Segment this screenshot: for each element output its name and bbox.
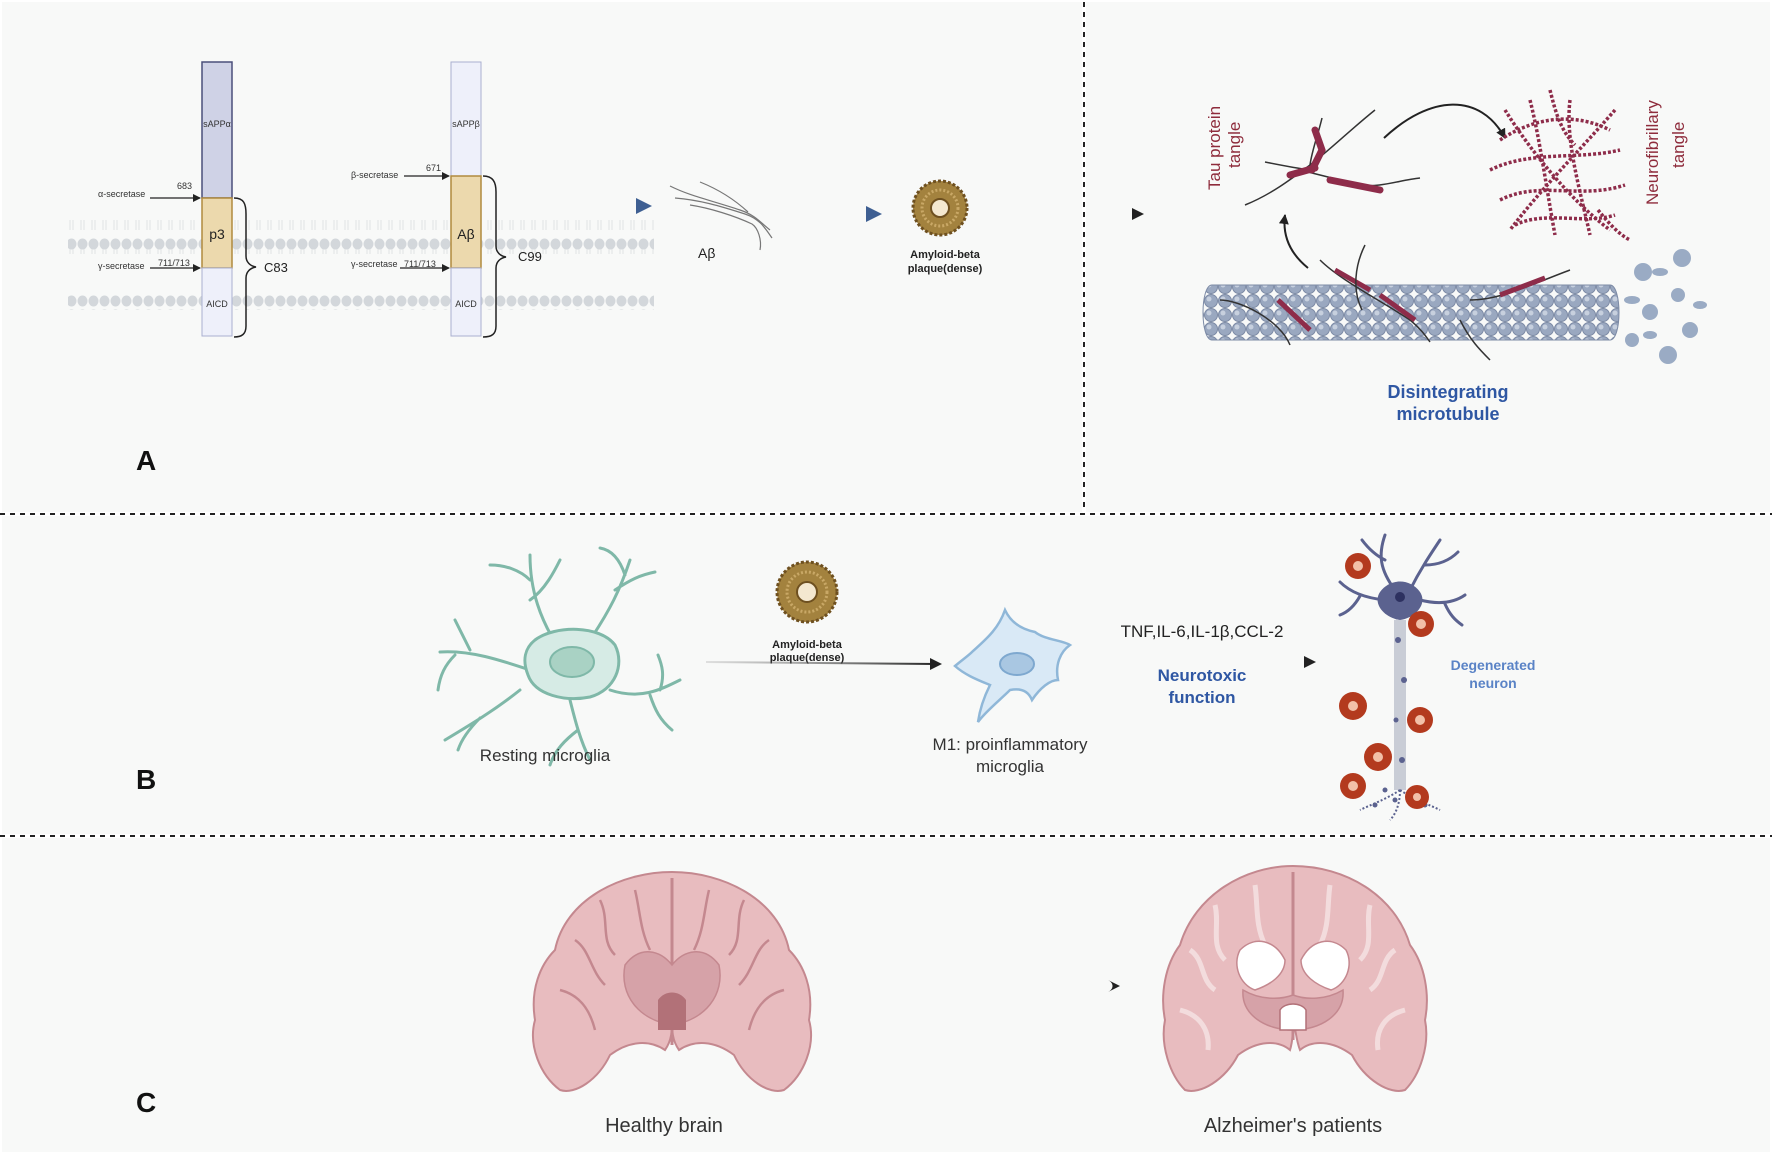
app-beta-column: sAPPβ Aβ AICD C99 β-secretase 671 γ-secr… (351, 61, 542, 338)
m1-microglia-nucleus (999, 652, 1035, 676)
alz-brain-label: Alzheimer's patients (1204, 1115, 1382, 1137)
neuron-axon (1394, 620, 1406, 790)
neurotoxic-label-2: function (1168, 688, 1235, 707)
degenerated-neuron-icon (1338, 533, 1467, 821)
arrow-tubule-to-tau (1278, 214, 1309, 269)
m1-label-2: microglia (976, 757, 1045, 776)
resting-microglia-label: Resting microglia (480, 746, 611, 765)
abeta-label: Aβ (698, 245, 715, 261)
n711-label-1: 711/713 (158, 258, 190, 268)
arrow-tau-to-nft (1383, 103, 1506, 139)
plaque-label-b-2: plaque(dense) (770, 652, 845, 664)
alzheimers-brain-icon (1162, 864, 1428, 1092)
resting-microglia-nucleus (549, 646, 595, 678)
neurotoxic-label-1: Neurotoxic (1158, 666, 1247, 685)
panel-a-letter: A (136, 445, 156, 476)
p3-label: p3 (209, 226, 225, 242)
healthy-brain-icon (531, 870, 813, 1092)
c99-bracket (482, 175, 507, 338)
panel-c-bg (2, 838, 1770, 1152)
panel-c-letter: C (136, 1087, 156, 1118)
alpha-secretase-label: α-secretase (98, 189, 145, 199)
degenerated-label-2: neuron (1469, 675, 1516, 691)
neurofibrillary-tangle-icon (1489, 89, 1631, 242)
blue-arrow-1-head (636, 198, 652, 214)
plaque-label-a-2: plaque(dense) (908, 263, 983, 275)
resting-microglia-icon (436, 546, 682, 767)
panel-a-right-bg (1086, 2, 1770, 512)
nft-label-1: Neurofibrillary (1643, 100, 1662, 205)
arrow-to-tau-head (1132, 208, 1144, 220)
degenerated-label-1: Degenerated (1451, 657, 1536, 673)
tau-label-1: Tau protein (1205, 106, 1224, 190)
gamma-secretase-label-2: γ-secretase (351, 259, 398, 269)
arrow-m1-to-neuron-head (1304, 656, 1316, 668)
arrow-resting-to-m1 (705, 661, 939, 665)
sapp-beta-box (450, 61, 482, 177)
m1-label-1: M1: proinflammatory (933, 735, 1088, 754)
panel-a-left-bg (2, 2, 1082, 512)
aggregation-pathway: Aβ Amyloid-beta plaque(dense) (546, 179, 1144, 275)
gamma-secretase-label-1: γ-secretase (98, 261, 145, 271)
app-alpha-column: sAPPα p3 AICD C83 α-secretase 683 γ-secr… (98, 61, 288, 338)
n683-label: 683 (177, 181, 192, 191)
aicd-beta-label: AICD (455, 299, 477, 309)
cytokines-label: TNF,IL-6,IL-1β,CCL-2 (1121, 622, 1284, 641)
c83-bracket (233, 197, 257, 338)
neuron-plaques (1339, 553, 1434, 809)
tau-on-tubule (1219, 244, 1571, 361)
tau-protein-tangle-icon (1244, 109, 1421, 206)
plaque-icon-a (911, 179, 969, 237)
arrow-resting-to-m1-head (930, 658, 942, 670)
neuron-nucleus (1395, 592, 1405, 602)
abeta-box (450, 175, 482, 269)
sapp-alpha-label: sAPPα (203, 119, 231, 129)
n671-label: 671 (426, 163, 441, 173)
n711-label-2: 711/713 (404, 259, 436, 269)
plaque-label-b-1: Amyloid-beta (772, 639, 843, 651)
aicd-alpha-box (201, 267, 233, 337)
aicd-beta-box (450, 267, 482, 337)
sapp-alpha-box (201, 61, 233, 199)
arrow-healthy-to-alz-head (1108, 980, 1120, 992)
nft-label-2: tangle (1669, 122, 1688, 168)
microtubule-label-2: microtubule (1396, 404, 1499, 424)
panel-b-letter: B (136, 764, 156, 795)
healthy-brain-label: Healthy brain (605, 1115, 723, 1137)
abeta-box-label: Aβ (457, 226, 474, 242)
panel-b-bg (2, 516, 1770, 834)
plaque-label-a-1: Amyloid-beta (910, 249, 981, 261)
abeta-fibrils (669, 181, 773, 251)
sapp-beta-label: sAPPβ (452, 119, 480, 129)
c83-label: C83 (264, 260, 288, 275)
blue-arrow-2-head (866, 206, 882, 222)
plaque-icon-b (775, 560, 839, 624)
aicd-alpha-label: AICD (206, 299, 228, 309)
microtubule-label-1: Disintegrating (1387, 382, 1508, 402)
beta-secretase-label: β-secretase (351, 170, 398, 180)
c99-label: C99 (518, 249, 542, 264)
tau-label-2: tangle (1225, 122, 1244, 168)
